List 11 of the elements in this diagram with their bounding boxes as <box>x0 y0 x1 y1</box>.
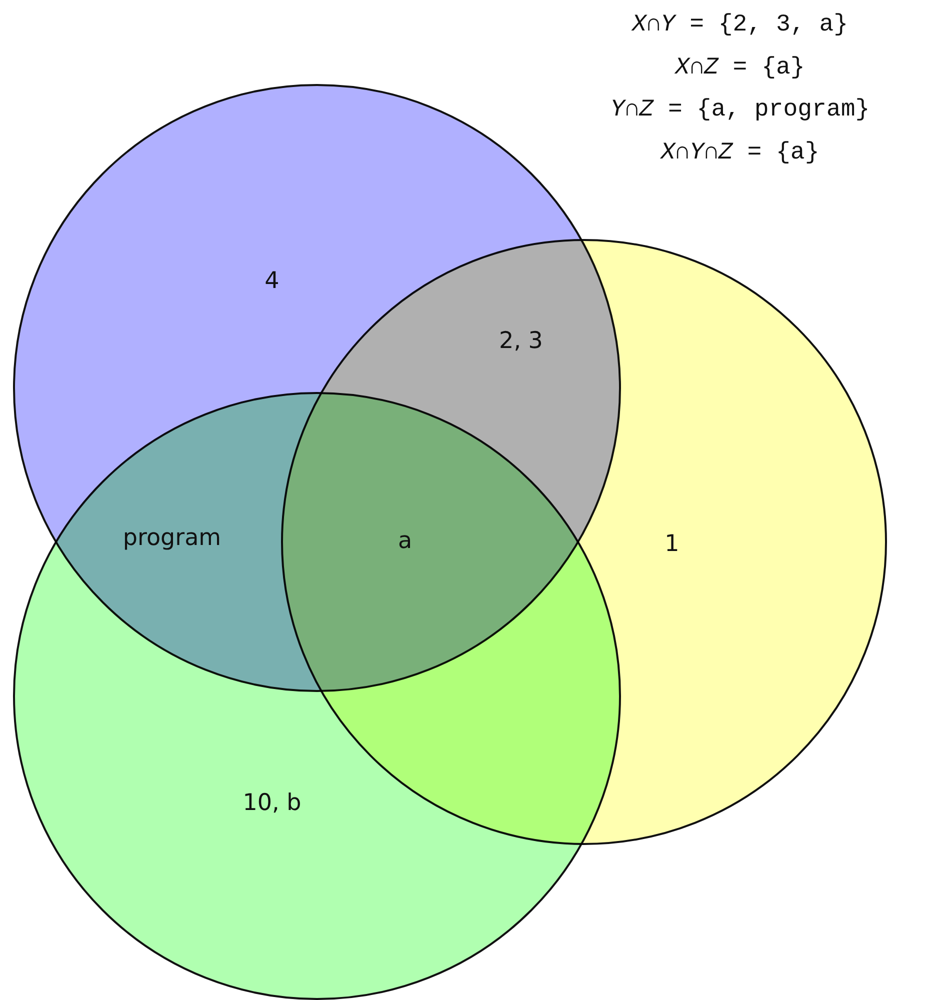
set-formula: X∩Y = {2, 3, a} <box>632 12 848 38</box>
region-label: a <box>398 528 412 554</box>
set-formula: X∩Z = {a} <box>675 54 805 82</box>
region-label: 2, 3 <box>499 328 543 354</box>
region-label: 4 <box>264 268 280 294</box>
region-label: 1 <box>664 531 680 557</box>
region-label: program <box>122 525 222 551</box>
region-label: 10, b <box>242 790 302 816</box>
set-circle <box>13 392 621 1000</box>
set-formula: X∩Y∩Z = {a} <box>660 140 820 166</box>
set-formula: Y∩Z = {a, program} <box>610 96 870 124</box>
